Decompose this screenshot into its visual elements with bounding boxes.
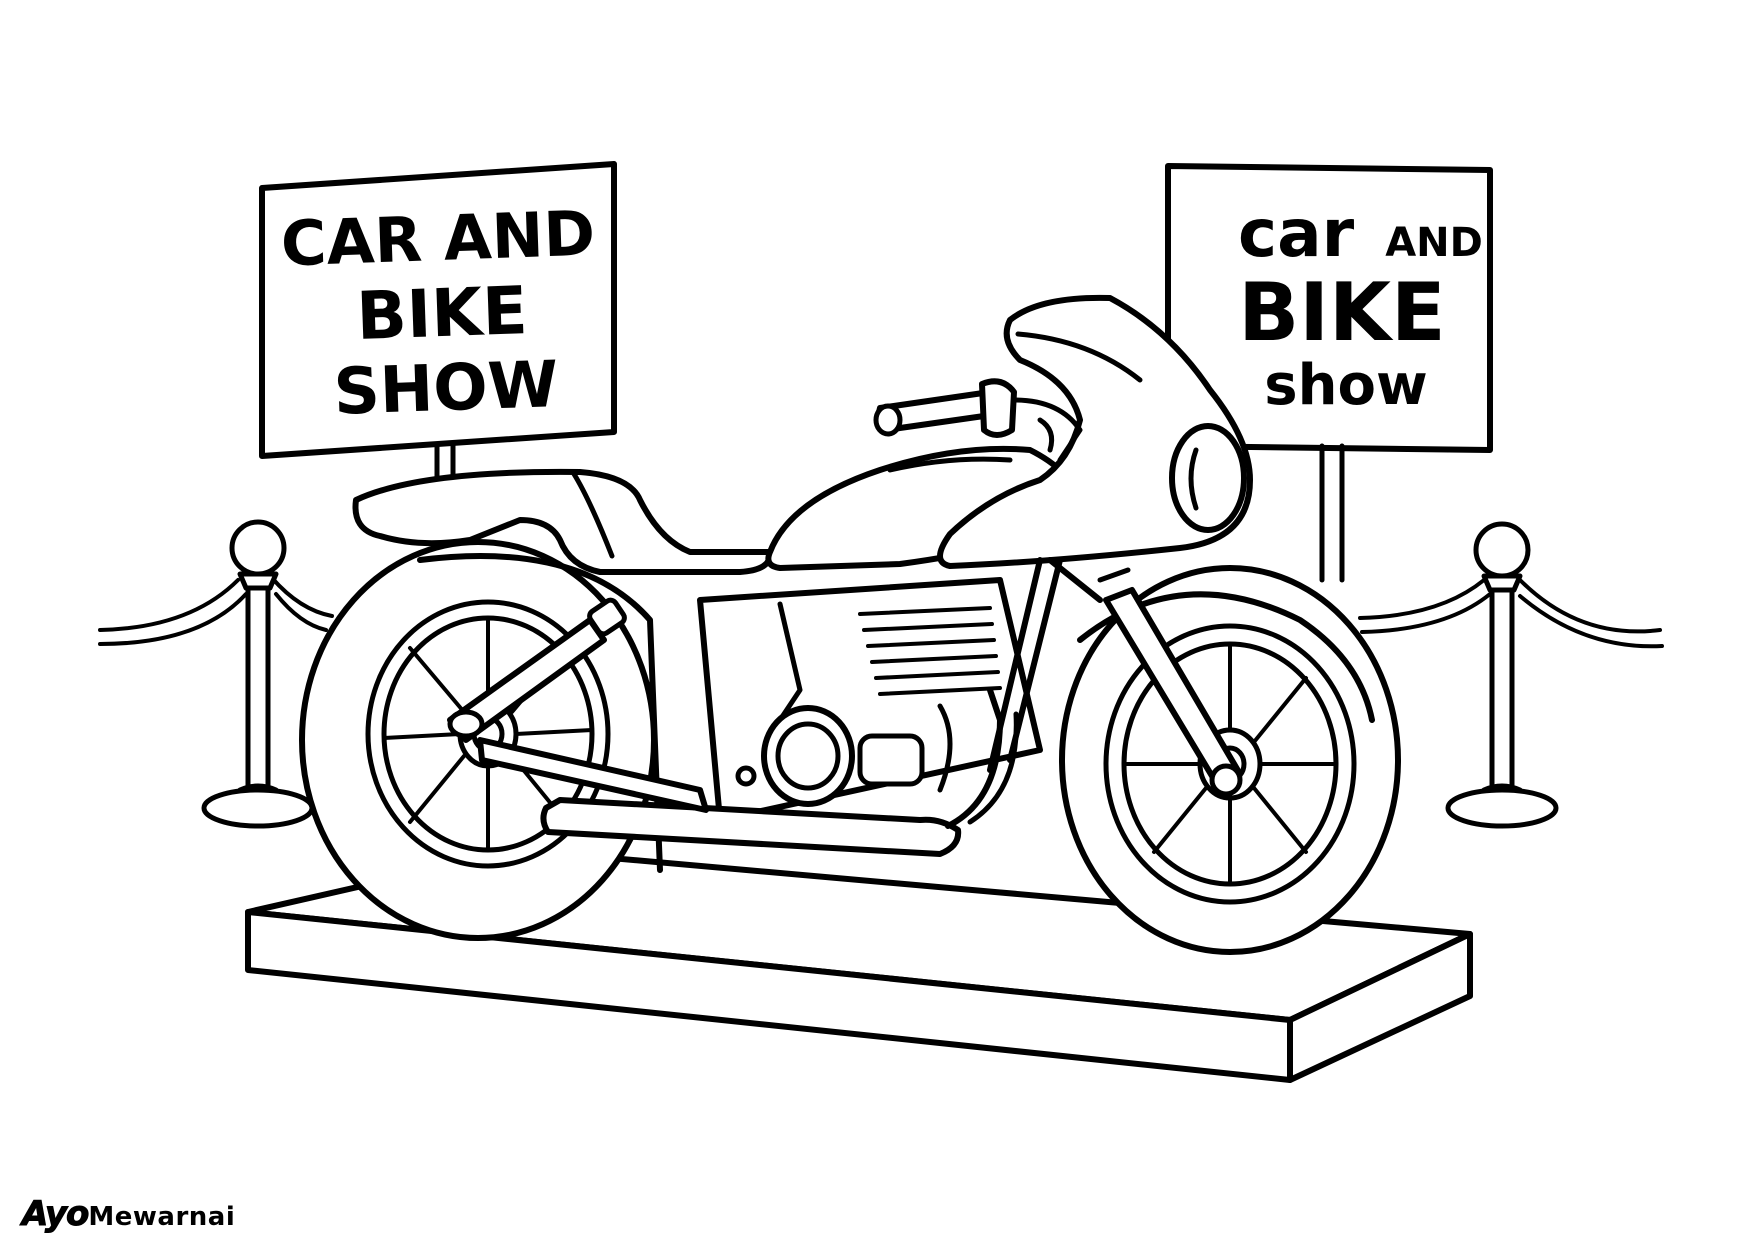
svg-text:car AND: car AND <box>1238 195 1483 272</box>
sign-right-car: car <box>1238 195 1355 272</box>
sign-right: car AND BIKE show <box>1165 163 1493 583</box>
handlebar <box>873 378 1083 463</box>
seat-and-tail <box>352 468 774 575</box>
stanchion-left <box>201 519 315 829</box>
watermark-ayo: Ayo <box>21 1194 89 1235</box>
sign-right-line3: show <box>1264 353 1427 418</box>
sign-left-line3: SHOW <box>332 348 559 430</box>
stanchion-right <box>1445 521 1559 829</box>
sign-left: CAR AND BIKE SHOW <box>259 161 617 481</box>
watermark-logo: AyoMewarnai <box>21 1194 236 1235</box>
barrier-ropes <box>98 576 1664 649</box>
headlight <box>1169 423 1247 533</box>
front-fork <box>987 557 1243 797</box>
sign-left-line2: BIKE <box>355 272 529 355</box>
engine <box>697 577 1043 823</box>
sign-left-line1: CAR AND <box>280 197 597 281</box>
swingarm <box>447 597 709 813</box>
watermark-mewarnai: Mewarnai <box>88 1202 236 1232</box>
sign-right-line2: BIKE <box>1238 266 1445 359</box>
motorcycle <box>299 294 1401 955</box>
sign-right-and: AND <box>1385 220 1483 266</box>
